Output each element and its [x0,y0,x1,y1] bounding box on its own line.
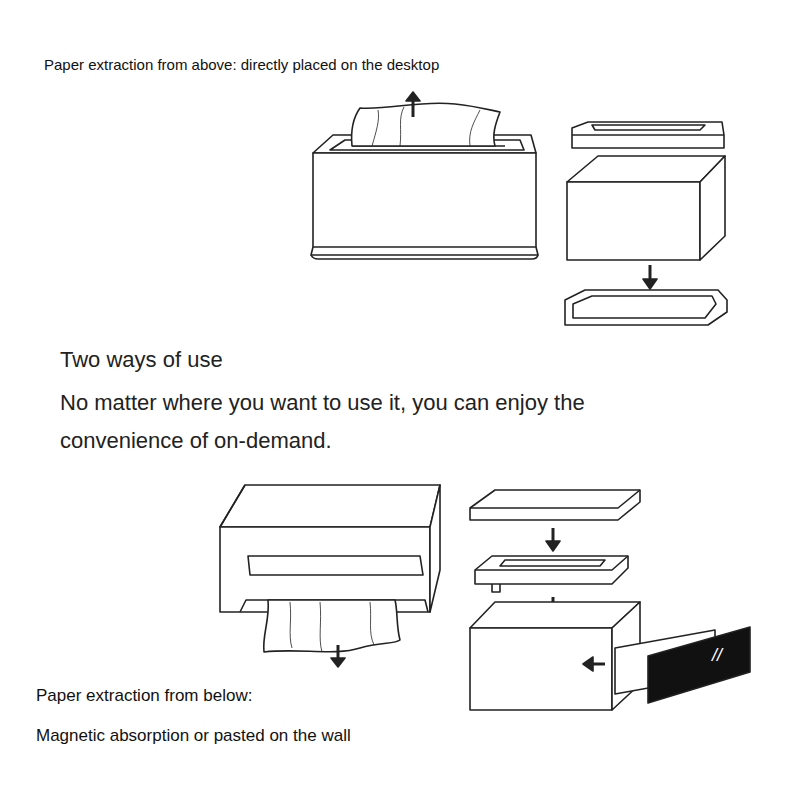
usage-note: Paper extraction from below: [36,686,252,706]
plate-mark: // [712,645,722,665]
usage-note: Paper extraction from above: directly pl… [44,56,439,74]
section-heading: Two ways of use [60,346,223,374]
wall-box [220,485,440,667]
wall-exploded [470,490,750,710]
desktop-exploded [565,122,727,325]
usage-note: Magnetic absorption or pasted on the wal… [36,726,351,746]
description-text: No matter where you want to use it, you … [60,384,680,460]
desktop-box [311,92,538,259]
